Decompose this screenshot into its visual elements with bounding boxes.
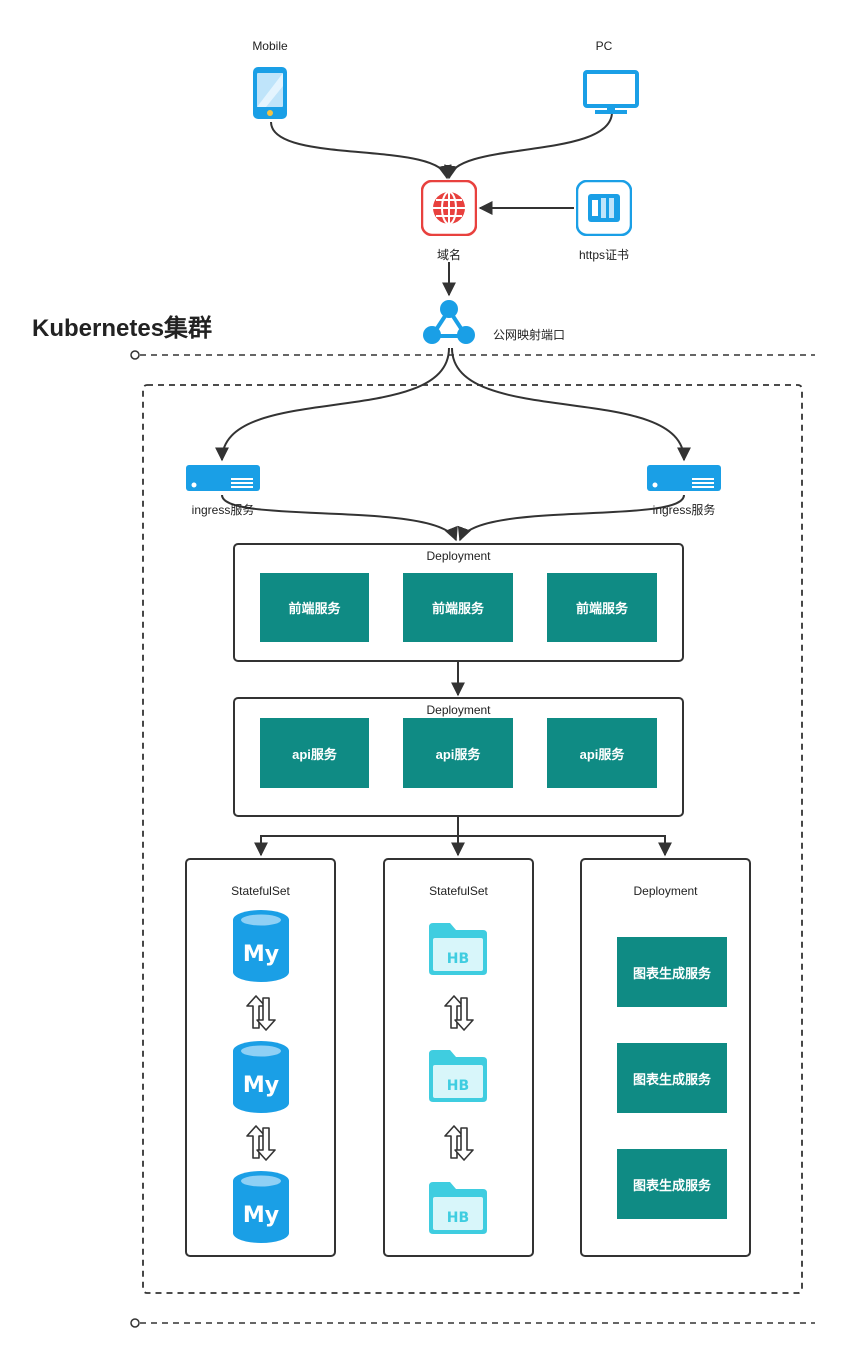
pc-to-domain-arrow bbox=[444, 111, 613, 180]
mysql-icon-text: My bbox=[243, 1203, 279, 1228]
network-hub-icon bbox=[422, 298, 476, 351]
globe-icon bbox=[420, 179, 478, 241]
mysql-database-icon: My bbox=[231, 908, 291, 989]
hbase-folder-icon: HB bbox=[426, 1178, 490, 1241]
chart-service: 图表生成服务 bbox=[617, 1149, 727, 1219]
chart-service: 图表生成服务 bbox=[617, 1043, 727, 1113]
mobile-to-domain-arrow bbox=[270, 121, 452, 180]
hbase-icon-text: HB bbox=[447, 1078, 469, 1094]
api-service: api服务 bbox=[403, 718, 513, 788]
monitor-icon bbox=[583, 70, 639, 121]
frontend-service: 前端服务 bbox=[403, 573, 513, 642]
port-to-ingress-left-arrow bbox=[215, 347, 450, 462]
bidirectional-arrow-icon bbox=[443, 1124, 475, 1167]
mysql-icon-text: My bbox=[243, 1073, 279, 1098]
certificate-icon bbox=[575, 179, 633, 241]
mysql-statefulset-title: StatefulSet bbox=[231, 884, 290, 898]
bidirectional-arrow-icon bbox=[245, 1124, 277, 1167]
frontend-service: 前端服务 bbox=[547, 573, 657, 642]
boundary-top-start bbox=[130, 350, 140, 360]
port-to-ingress-right-arrow bbox=[451, 347, 691, 462]
cluster-title: Kubernetes集群 bbox=[32, 315, 213, 342]
server-icon bbox=[646, 464, 722, 497]
mobile-label: Mobile bbox=[252, 39, 288, 53]
chart-deployment-title: Deployment bbox=[633, 884, 698, 898]
mysql-database-icon: My bbox=[231, 1169, 291, 1250]
port-label: 公网映射端口 bbox=[493, 328, 566, 342]
hbase-folder-icon: HB bbox=[426, 919, 490, 982]
ingress-left-to-frontend-arrow bbox=[221, 494, 458, 542]
hbase-icon-text: HB bbox=[447, 1210, 469, 1226]
api-service: api服务 bbox=[547, 718, 657, 788]
cert-label: https证书 bbox=[578, 248, 630, 262]
ingress-left-label: ingress服务 bbox=[191, 503, 255, 517]
ingress-right-to-frontend-arrow bbox=[457, 494, 685, 542]
ingress-right-label: ingress服务 bbox=[652, 503, 716, 517]
api-to-chart-arrow bbox=[458, 835, 672, 857]
api-service: api服务 bbox=[260, 718, 369, 788]
mobile-icon bbox=[252, 66, 288, 125]
chart-service: 图表生成服务 bbox=[617, 937, 727, 1007]
server-icon bbox=[185, 464, 261, 497]
hbase-icon-text: HB bbox=[447, 951, 469, 967]
bidirectional-arrow-icon bbox=[443, 994, 475, 1037]
api-to-mysql-arrow bbox=[254, 835, 458, 857]
hbase-folder-icon: HB bbox=[426, 1046, 490, 1109]
frontend-service: 前端服务 bbox=[260, 573, 369, 642]
pc-label: PC bbox=[595, 39, 613, 53]
api-deployment-title: Deployment bbox=[426, 703, 491, 717]
mysql-database-icon: My bbox=[231, 1039, 291, 1120]
frontend-deployment-title: Deployment bbox=[426, 549, 491, 563]
mysql-icon-text: My bbox=[243, 942, 279, 967]
bidirectional-arrow-icon bbox=[245, 994, 277, 1037]
domain-label: 域名 bbox=[436, 248, 461, 262]
boundary-bottom-start bbox=[130, 1318, 140, 1328]
hbase-statefulset-title: StatefulSet bbox=[429, 884, 488, 898]
